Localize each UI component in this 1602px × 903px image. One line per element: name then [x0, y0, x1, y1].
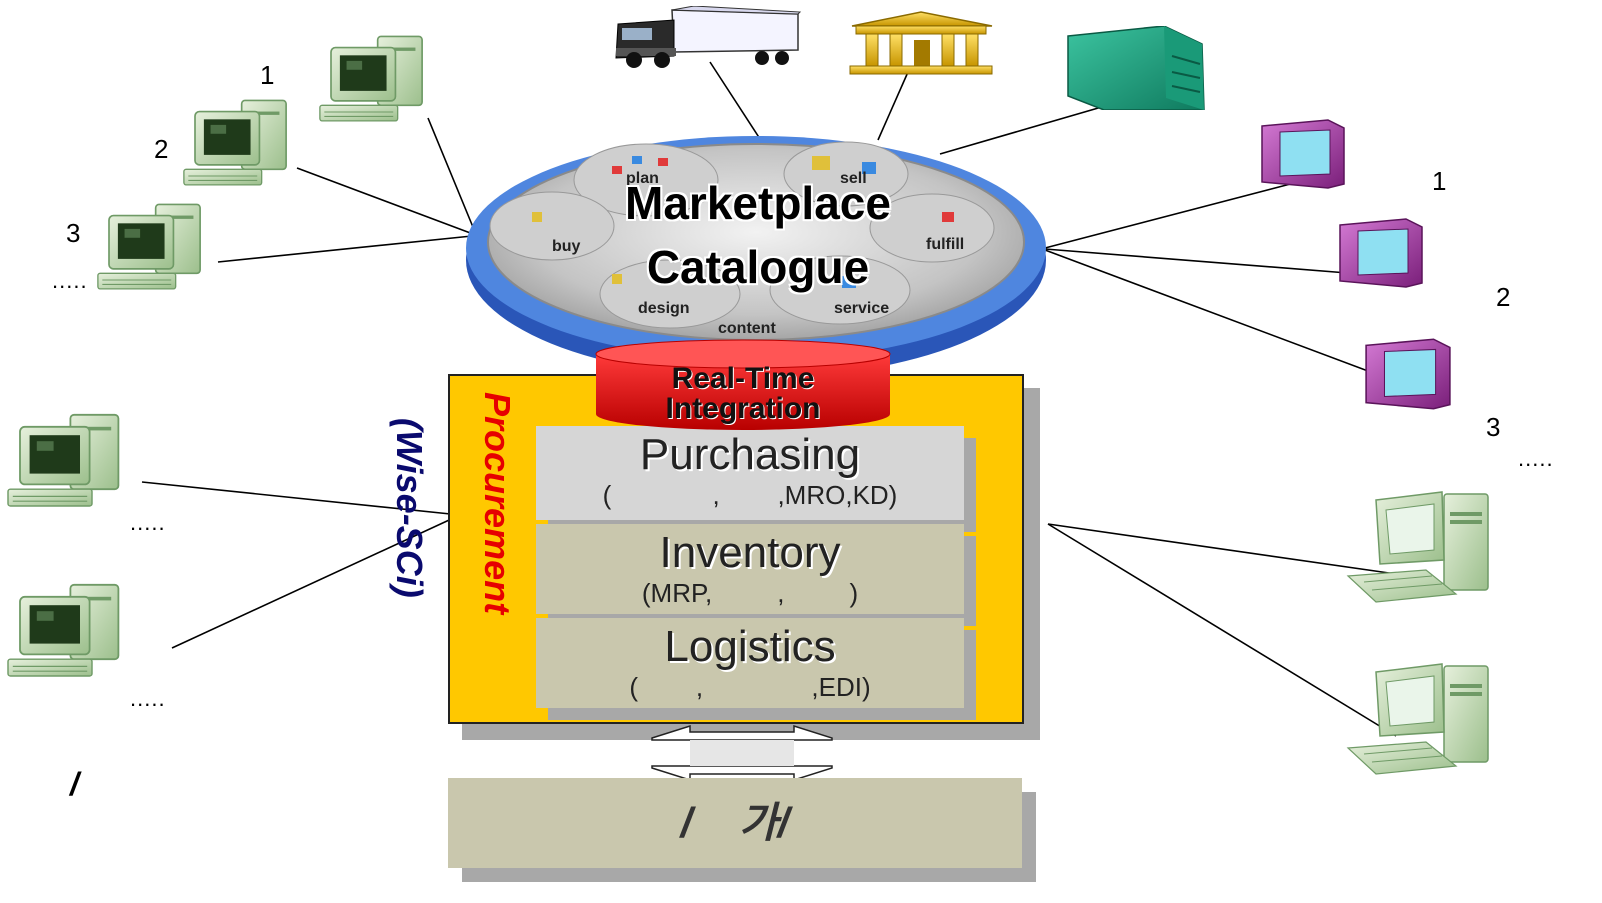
segment-buy: buy — [552, 238, 581, 255]
segment-content: content — [718, 320, 776, 337]
marketplace-ellipse — [466, 136, 1046, 378]
supplier-computer-icon — [6, 410, 142, 518]
segment-sell: sell — [840, 170, 867, 187]
slash-label: / — [70, 766, 79, 802]
monitor-icon — [1362, 336, 1454, 412]
inventory-subtitle: (MRP, , ) — [641, 578, 859, 608]
monitor-icon — [1336, 214, 1426, 292]
integration-cylinder — [595, 339, 891, 430]
monitor-number-3: 3 — [1486, 412, 1501, 442]
supplier-ellipsis: ..... — [130, 686, 166, 711]
monitor-number-1: 1 — [1432, 166, 1447, 196]
bidirectional-arrow-icon — [651, 724, 833, 782]
customer-computer-icon — [1346, 662, 1496, 782]
backend-system-box: / 가/ — [448, 778, 1022, 868]
marketplace-title-line1: Marketplace — [625, 177, 891, 229]
segment-plan: plan — [626, 170, 659, 187]
supplier-ellipsis: ..... — [130, 510, 166, 535]
integration-line2: Integration — [665, 392, 821, 425]
segment-service: service — [834, 300, 890, 317]
client-number-3: 3 — [66, 218, 81, 248]
client-ellipsis: ..... — [52, 268, 88, 293]
logistics-layer: Logistics ( , ,EDI) — [536, 618, 964, 708]
monitor-ellipsis: ..... — [1518, 446, 1554, 471]
segment-design: design — [638, 300, 690, 317]
procurement-vertical-label: Procurement — [477, 392, 518, 615]
truck-icon — [615, 6, 802, 68]
monitor-number-2: 2 — [1496, 282, 1511, 312]
client-number-1: 1 — [260, 60, 275, 90]
wise-sci-vertical-label: (Wise-SCi) — [389, 418, 430, 598]
purchasing-subtitle: ( , ,MRO,KD) — [602, 480, 898, 510]
logistics-subtitle: ( , ,EDI) — [629, 672, 871, 702]
client-number-2: 2 — [154, 134, 169, 164]
client-computer-icon — [96, 200, 222, 300]
logistics-title: Logistics — [664, 622, 836, 671]
client-computer-icon — [182, 96, 308, 196]
inventory-title: Inventory — [659, 528, 841, 577]
customer-computer-icon — [1346, 490, 1496, 610]
monitor-icon — [1258, 118, 1348, 190]
segment-fulfill: fulfill — [926, 236, 965, 253]
client-computer-icon — [318, 32, 444, 132]
integration-line1: Real-Time — [671, 362, 815, 395]
purchasing-layer: Purchasing ( , ,MRO,KD) — [536, 426, 964, 520]
supplier-computer-icon — [6, 580, 142, 688]
purchasing-title: Purchasing — [639, 430, 861, 479]
marketplace-title-line2: Catalogue — [646, 241, 870, 293]
server-building-icon — [1067, 26, 1205, 110]
inventory-layer: Inventory (MRP, , ) — [536, 524, 964, 614]
bank-icon — [849, 11, 993, 75]
